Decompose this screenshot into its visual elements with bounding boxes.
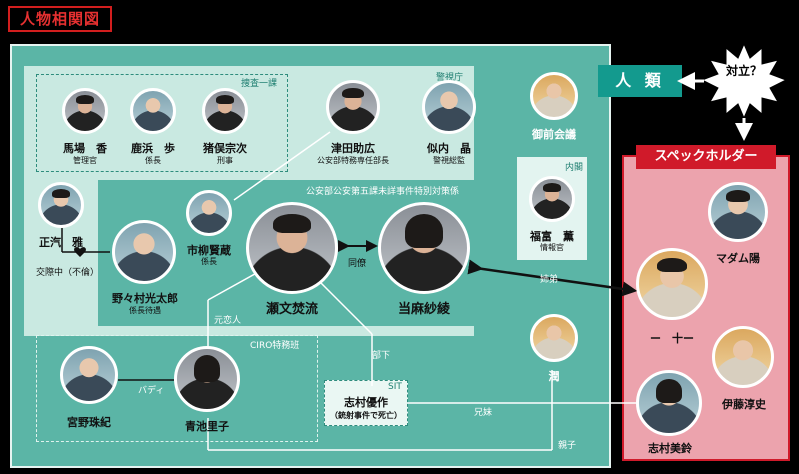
name-misuzu: 志村美鈴	[648, 442, 692, 455]
relation-affair-label: 交際中（不倫）	[36, 268, 100, 278]
name-sebumi: 瀬文焚流	[265, 302, 318, 317]
avatar-inomata	[202, 88, 248, 134]
relation-subordinate-label: 部下	[372, 351, 391, 361]
relation-colleague-label: 同僚	[348, 259, 367, 269]
relation-ex-lover-label: 元恋人	[214, 316, 242, 326]
heart-icon	[74, 247, 86, 257]
avatar-sebumi	[246, 202, 338, 294]
role-fukumiya: 情報官	[540, 243, 564, 252]
humanity-label: 人 類	[598, 65, 682, 97]
versus-burst-shape	[700, 42, 788, 120]
relation-buddy-label: バディ	[138, 386, 165, 396]
role-shimura: （銃射事件で死亡）	[330, 411, 402, 420]
role-kanohama: 係長	[145, 156, 161, 165]
name-ninomae: ー 十ー	[650, 332, 694, 345]
name-shimura: 志村優作	[344, 396, 388, 409]
ciro-group-label: CIRO特務班	[250, 341, 300, 351]
section-five-group-label: 公安部公安第五課未詳事件特別対策係	[306, 187, 460, 197]
avatar-baba	[62, 88, 108, 134]
sit-group-label: SIT	[388, 382, 402, 392]
name-jun: 潤	[548, 370, 560, 383]
avatar-tsuda	[326, 80, 380, 134]
avatar-gozen-kaigi	[530, 72, 578, 120]
page-title: 人物相関図	[8, 6, 112, 32]
name-fukumiya: 福富 薫	[530, 230, 574, 243]
name-aoike: 青池里子	[185, 420, 229, 433]
avatar-madam-yo	[708, 182, 768, 242]
avatar-kanohama	[130, 88, 176, 134]
relation-siblings-shimura-label: 兄妹	[474, 408, 493, 418]
squad-group-label: 捜査一課	[241, 79, 278, 89]
name-madam-yo: マダム陽	[716, 252, 760, 265]
avatar-aoike	[174, 346, 240, 412]
role-nonomura: 係長待遇	[129, 306, 161, 315]
sit-group-box	[324, 380, 408, 426]
name-inomata: 猪俣宗次	[203, 142, 247, 155]
avatar-nonomura	[112, 220, 176, 284]
spec-holder-group-label: スペックホルダー	[636, 145, 776, 169]
avatar-toma	[378, 202, 470, 294]
name-tsuda: 津田助広	[331, 142, 375, 155]
avatar-ito	[712, 326, 774, 388]
name-miyano: 宮野珠紀	[67, 416, 111, 429]
role-baba: 管理官	[73, 156, 97, 165]
avatar-jun	[530, 314, 578, 362]
name-ichiyanagi: 市柳賢蔵	[187, 244, 231, 257]
name-gozen-kaigi: 御前会議	[532, 128, 576, 141]
name-baba: 馬場 香	[63, 142, 107, 155]
police-group-label: 警視庁	[436, 73, 464, 83]
role-ichiyanagi: 係長	[201, 257, 217, 266]
relation-siblings-toma-label: 姉弟	[540, 275, 559, 285]
role-inomata: 刑事	[217, 156, 233, 165]
role-tsuda: 公安部特務専任部長	[317, 156, 389, 165]
avatar-niuchi	[422, 80, 476, 134]
avatar-misuzu	[636, 370, 702, 436]
relation-parent-child-label: 親子	[558, 441, 577, 451]
avatar-ichiyanagi	[186, 190, 232, 236]
cabinet-group-label: 内閣	[565, 163, 584, 173]
squad-group-box	[36, 74, 288, 172]
versus-label: 対立？	[725, 64, 762, 78]
name-masaki: 正汽 雅	[39, 236, 83, 249]
name-toma: 当麻紗綾	[397, 302, 450, 317]
avatar-miyano	[60, 346, 118, 404]
name-niuchi: 似内 晶	[427, 142, 471, 155]
avatar-fukumiya	[529, 176, 575, 222]
avatar-masaki	[38, 182, 84, 228]
role-niuchi: 警視総監	[433, 156, 465, 165]
ciro-group-box	[36, 335, 318, 442]
name-kanohama: 鹿浜 歩	[131, 142, 175, 155]
name-ito: 伊藤淳史	[722, 398, 766, 411]
avatar-ninomae	[636, 248, 708, 320]
name-nonomura: 野々村光太郎	[112, 292, 178, 305]
